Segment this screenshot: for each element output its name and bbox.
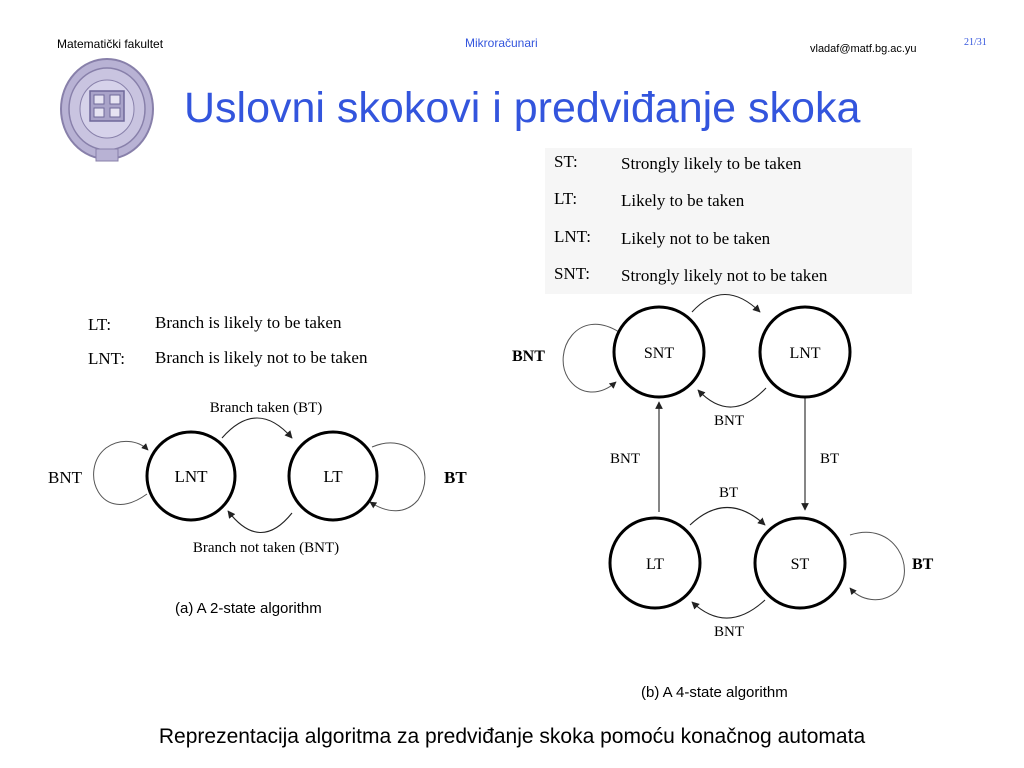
state-lnt [145, 430, 237, 522]
two-state-caption: (a) A 2-state algorithm [175, 600, 322, 617]
legend2-desc-lnt: Branch is likely not to be taken [155, 348, 368, 367]
slide-title: Uslovni skokovi i predviđanje skoka [184, 84, 861, 132]
four-state-diagram: SNT LNT LT ST BNT BNT BNT BT BT BNT BT (… [512, 293, 934, 701]
legend2-abbr-lnt: LNT: [88, 349, 125, 368]
state-lnt-4-label: LNT [789, 345, 820, 362]
state-lnt-label: LNT [174, 467, 208, 486]
edge-lnt-to-lt [221, 417, 293, 439]
state-snt-label: SNT [644, 345, 674, 362]
state-lt-4-label: LT [646, 556, 664, 573]
state-st [753, 516, 847, 610]
self-loop-bt-label: BT [444, 468, 467, 487]
two-state-diagram: LNT LT Branch taken (BT) Branch not take… [48, 400, 467, 617]
four-state-legend: ST: Strongly likely to be taken LT: Like… [554, 152, 828, 285]
legend-abbr-snt: SNT: [554, 264, 590, 283]
state-lt [287, 430, 379, 522]
legend-desc-lnt: Likely not to be taken [621, 229, 771, 248]
legend-desc-lt: Likely to be taken [621, 191, 745, 210]
state-snt [612, 305, 706, 399]
two-state-legend: LT: Branch is likely to be taken LNT: Br… [88, 313, 368, 368]
edge-st-to-lt [691, 599, 766, 619]
slide-caption: Reprezentacija algoritma za predviđanje … [158, 725, 866, 748]
self-loop-lt [369, 442, 426, 512]
lnt-st-bt-label: BT [820, 451, 839, 467]
self-loop-snt [562, 324, 620, 393]
st-lt-bnt-label: BNT [714, 624, 744, 640]
state-lt-4 [608, 516, 702, 610]
header-email: vladaf@matf.bg.ac.yu [810, 43, 917, 55]
edge-lt-to-st [689, 506, 766, 526]
four-state-caption: (b) A 4-state algorithm [641, 684, 788, 701]
snt-lnt-bnt-label: BNT [714, 413, 744, 429]
lt-st-bt-label: BT [719, 485, 738, 501]
edge-snt-to-lnt [691, 293, 761, 313]
lt-snt-bnt-label: BNT [610, 451, 640, 467]
state-lnt-4 [758, 305, 852, 399]
edge-lt-to-lnt [227, 510, 293, 534]
edge-bt-label: Branch taken (BT) [210, 400, 322, 416]
header-course: Mikroračunari [465, 36, 538, 50]
state-lt-label: LT [323, 467, 343, 486]
state-st-label: ST [791, 556, 810, 573]
self-loop-lnt [93, 441, 149, 505]
edge-lnt-to-snt [697, 387, 767, 408]
snt-self-label: BNT [512, 348, 545, 365]
st-self-label: BT [912, 556, 934, 573]
page-number: 21/31 [964, 37, 987, 48]
university-seal-logo [60, 58, 154, 162]
header-faculty: Matematički fakultet [57, 37, 164, 51]
legend2-abbr-lt: LT: [88, 315, 111, 334]
self-loop-bnt-label: BNT [48, 468, 83, 487]
legend-abbr-lt: LT: [554, 189, 577, 208]
edge-bnt-label: Branch not taken (BNT) [193, 540, 339, 556]
legend2-desc-lt: Branch is likely to be taken [155, 313, 342, 332]
legend-abbr-lnt: LNT: [554, 227, 591, 246]
legend-desc-st: Strongly likely to be taken [621, 154, 802, 173]
legend-desc-snt: Strongly likely not to be taken [621, 266, 828, 285]
self-loop-st [849, 531, 905, 601]
four-state-legend-panel [545, 148, 912, 294]
legend-abbr-st: ST: [554, 152, 578, 171]
